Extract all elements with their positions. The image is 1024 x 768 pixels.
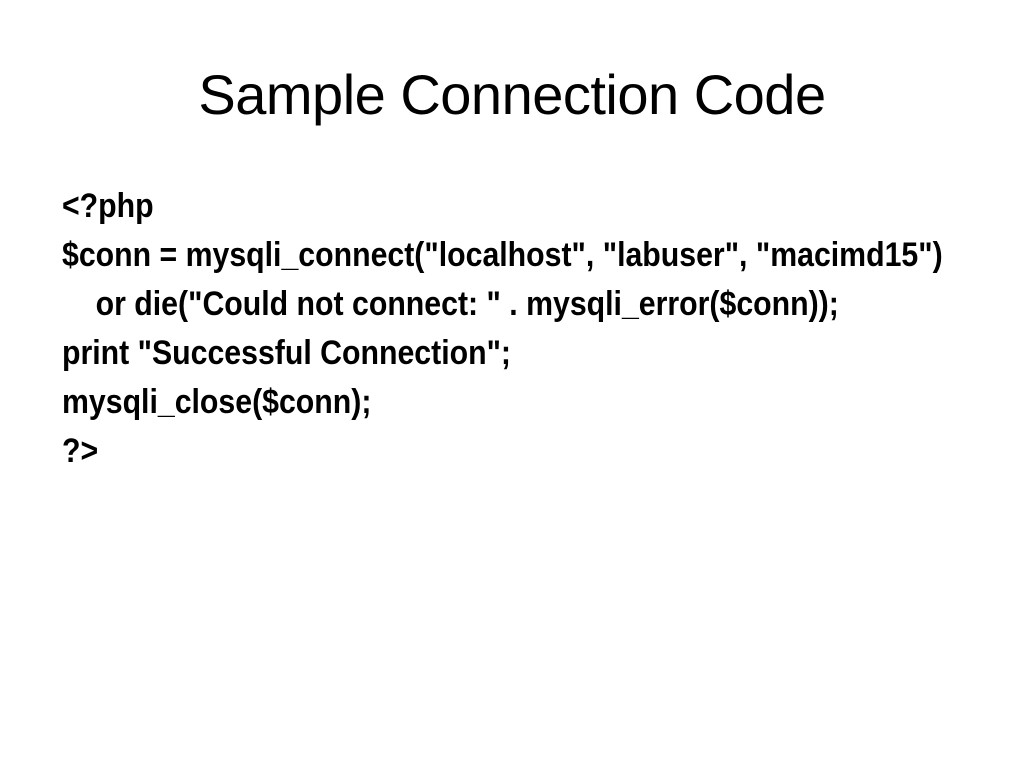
slide-title: Sample Connection Code [198, 63, 826, 126]
code-line: or die("Could not connect: " . mysqli_er… [62, 285, 839, 323]
code-line: mysqli_close($conn); [62, 383, 372, 421]
code-line: ?> [62, 432, 99, 470]
code-line: print "Successful Connection"; [62, 334, 512, 372]
code-line: $conn = mysqli_connect("localhost", "lab… [62, 236, 943, 274]
code-block: <?php $conn = mysqli_connect("localhost",… [62, 182, 943, 476]
code-line: <?php [62, 187, 154, 225]
